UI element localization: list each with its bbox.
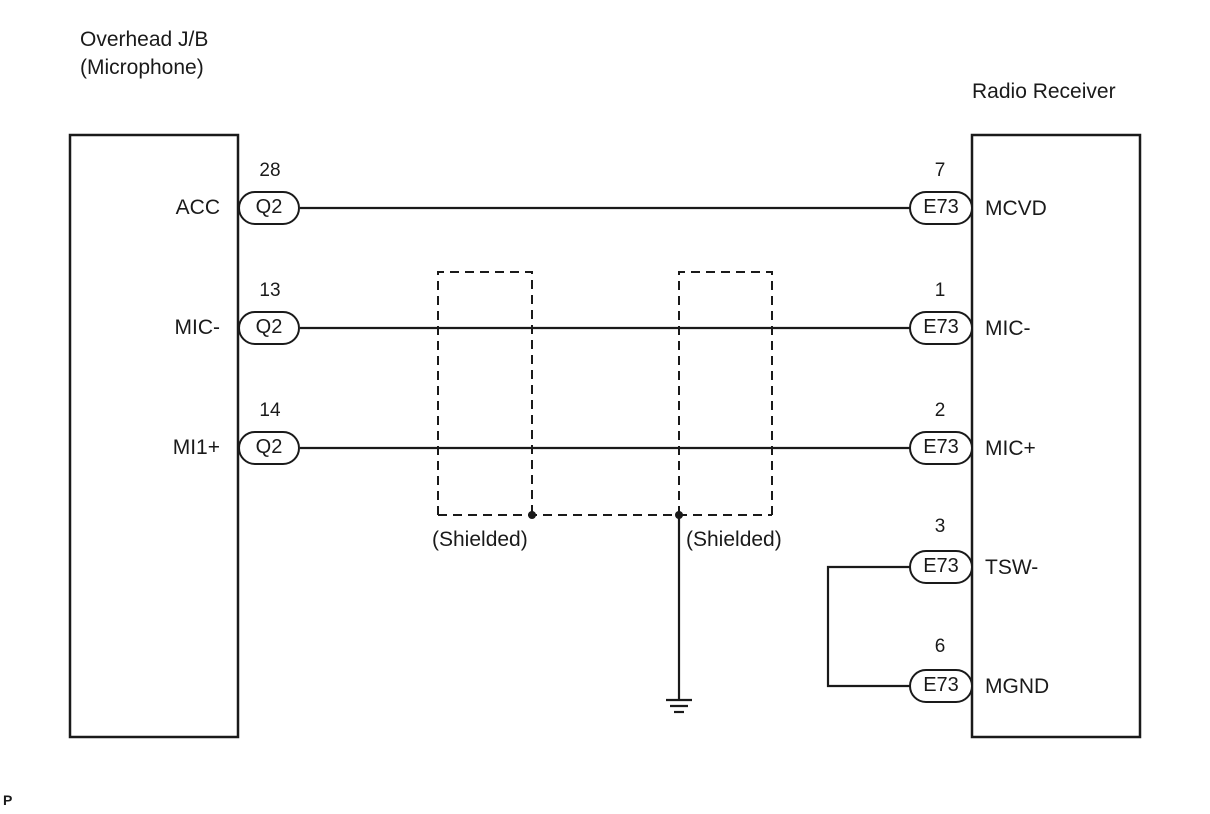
right-pin-number: 2 — [934, 400, 946, 421]
right-terminal-label: MIC+ — [985, 437, 1036, 460]
overhead-jb-box — [68, 133, 240, 739]
left-terminal-label: MIC- — [174, 316, 221, 339]
right-connector: E73 — [909, 431, 973, 465]
right-connector: E73 — [909, 191, 973, 225]
ground-icon — [666, 698, 692, 714]
right-pin-number: 7 — [934, 160, 946, 181]
left-pin-number: 14 — [259, 400, 281, 421]
left-component-subtitle: (Microphone) — [80, 56, 204, 79]
right-terminal-label: MIC- — [985, 317, 1031, 340]
right-terminal-label: TSW- — [985, 556, 1039, 579]
left-terminal-label: ACC — [175, 196, 220, 219]
left-connector: Q2 — [238, 431, 300, 465]
left-terminal-label: MI1+ — [172, 436, 220, 459]
shield-label: (Shielded) — [686, 528, 782, 551]
wire-tsw-mgnd-loop — [826, 565, 910, 688]
right-connector: E73 — [909, 311, 973, 345]
right-terminal-label: MCVD — [985, 197, 1047, 220]
shield-right — [678, 271, 773, 515]
left-connector: Q2 — [238, 311, 300, 345]
right-component-title: Radio Receiver — [972, 80, 1116, 103]
right-terminal-label: MGND — [985, 675, 1050, 698]
shield-junction-dot — [528, 511, 536, 519]
right-connector: E73 — [909, 550, 973, 584]
shield-label: (Shielded) — [432, 528, 528, 551]
radio-receiver-box — [970, 133, 1142, 739]
right-pin-number: 6 — [934, 636, 946, 657]
shield-left — [437, 271, 533, 515]
footer-mark: P — [3, 792, 13, 808]
right-pin-number: 3 — [934, 516, 946, 537]
left-connector: Q2 — [238, 191, 300, 225]
right-pin-number: 1 — [934, 280, 946, 301]
right-connector: E73 — [909, 669, 973, 703]
left-component-title: Overhead J/B — [80, 28, 209, 51]
left-pin-number: 13 — [259, 280, 281, 301]
left-pin-number: 28 — [259, 160, 281, 181]
